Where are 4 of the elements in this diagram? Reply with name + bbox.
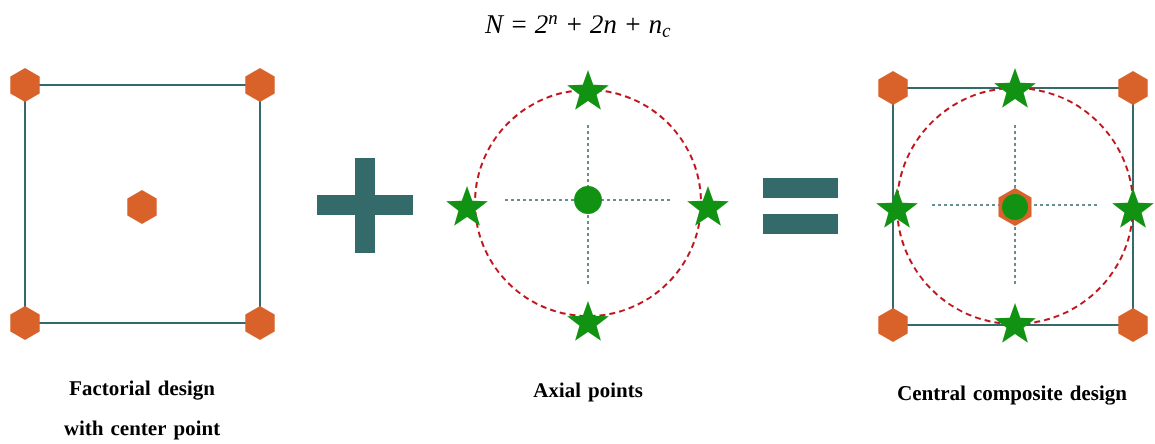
caption: Factorial design with center point: [63, 380, 221, 440]
formula-title: N = 2$^{n}$ + 2n + n$_{c}$: [484, 15, 671, 37]
caption: Central composite design: [898, 385, 1127, 405]
caption: Axial points: [533, 382, 643, 402]
